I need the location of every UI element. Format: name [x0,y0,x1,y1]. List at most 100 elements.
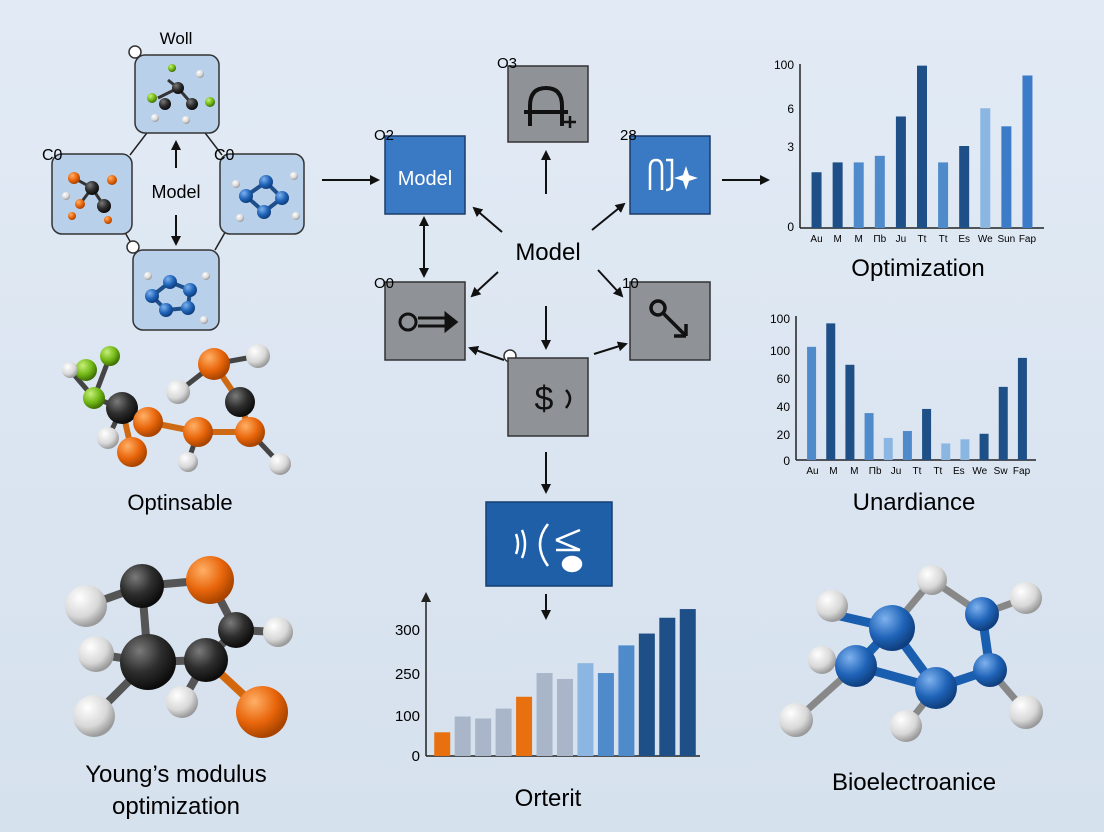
optimization-bar [959,146,970,228]
unardiance-ytick: 100 [770,312,790,326]
optimization-bar [811,172,822,228]
unardiance-category-label: Tt [933,466,942,477]
caption-optinsable: Optinsable [127,490,232,515]
model-node-number: O2 [374,127,394,144]
lock-node[interactable] [507,65,589,143]
pick-node[interactable] [629,281,711,361]
unardiance-category-label: Sw [994,466,1009,477]
unardiance-bar [826,323,836,460]
unardiance-category-label: M [850,466,858,477]
caption-bioelectroanice: Bioelectroanice [832,769,996,796]
unardiance-ytick: 0 [783,454,790,468]
key-node-number: O0 [374,275,394,292]
optimization-category-label: M [855,234,863,245]
orterit-bar [679,609,696,756]
orterit-bar [536,673,553,756]
molecule-tile-bottom [132,249,220,331]
optimization-category-label: M [833,234,841,245]
pick-node-number: 10 [622,275,639,292]
molecule-youngs-modulus [65,556,293,738]
unardiance-category-label: Fap [1013,466,1031,477]
sparkle-icon [648,158,698,192]
unardiance-category-label: Es [953,466,965,477]
optimization-category-label: Tt [939,234,948,245]
unardiance-category-label: Πb [869,466,882,477]
orterit-bar [597,673,614,756]
spark-node-number: 28 [620,127,637,144]
optimization-ytick: 3 [787,140,794,154]
optimization-bar [980,108,991,228]
unardiance-ytick: 20 [777,428,791,442]
unardiance-bar [883,437,893,460]
orterit-bar [618,645,635,756]
output-node[interactable] [485,501,613,587]
cluster-top-label: Woll [160,29,193,48]
unardiance-bar [1017,357,1027,460]
optimization-category-label: We [978,234,993,245]
unardiance-bar [807,346,817,460]
orterit-bar [516,696,533,756]
key-node[interactable] [384,281,466,361]
model-node[interactable]: Model [384,135,466,215]
optimization-bar [895,116,906,228]
unardiance-ytick: 100 [770,344,790,358]
unardiance-ytick: 60 [777,372,791,386]
cluster-center-label: Model [151,182,200,202]
optimization-bar [917,65,927,228]
optimization-bar [1001,126,1012,228]
optimization-category-label: Au [810,234,822,245]
molecule-optinsable [62,344,291,475]
chart-orterit: 300 250 100 0 [395,592,700,765]
molecule-tile-right [219,153,305,235]
orterit-ytick: 250 [395,666,420,683]
orterit-ytick: 300 [395,622,420,639]
dollar-node[interactable]: $ [507,357,589,437]
orterit-bar [495,708,512,756]
caption-youngs-modulus-line2: optimization [112,793,240,820]
orterit-bar [577,663,594,756]
unardiance-category-label: M [829,466,837,477]
chart-optimization-title: Optimization [851,255,984,282]
spark-node[interactable] [629,135,711,215]
optimization-bar [938,162,949,228]
model-node-text: Model [398,168,452,190]
unardiance-bar [941,443,951,460]
unardiance-category-label: Tt [913,466,922,477]
signal-output-icon [514,523,583,573]
unardiance-bar [922,408,932,460]
unardiance-bar [998,386,1008,460]
chart-orterit-title: Orterit [515,785,582,812]
lock-plus-icon [524,85,576,128]
arrow-pick-icon [649,299,688,338]
center-flow: Model Model O2 [322,55,770,620]
molecule-tile-top [134,54,220,134]
orterit-bar [638,633,655,756]
cluster-right-label: C0 [214,147,235,164]
unardiance-category-label: We [972,466,987,477]
optimization-category-label: Sun [997,234,1015,245]
key-arrow-icon [398,310,459,334]
cluster-left-label: C0 [42,147,63,164]
chart-unardiance-title: Unardiance [853,489,976,516]
optimization-category-label: Πb [873,234,886,245]
orterit-bar [434,732,451,756]
molecule-tile-left [51,153,133,235]
optimization-bar [874,155,885,228]
unardiance-bar [902,431,912,460]
dollar-icon: $ [535,380,554,418]
orterit-ytick: 100 [395,708,420,725]
orterit-ytick: 0 [412,748,420,765]
unardiance-bar [960,439,970,460]
optimization-ytick: 100 [774,58,794,72]
molecule-bioelectroanice [779,565,1043,742]
unardiance-bar [845,364,855,460]
hub-label: Model [515,239,580,266]
optimization-ytick: 6 [787,102,794,116]
unardiance-category-label: Au [806,466,818,477]
optimization-bar [853,162,864,228]
orterit-bar [557,678,573,756]
optimization-bar [1022,75,1033,228]
